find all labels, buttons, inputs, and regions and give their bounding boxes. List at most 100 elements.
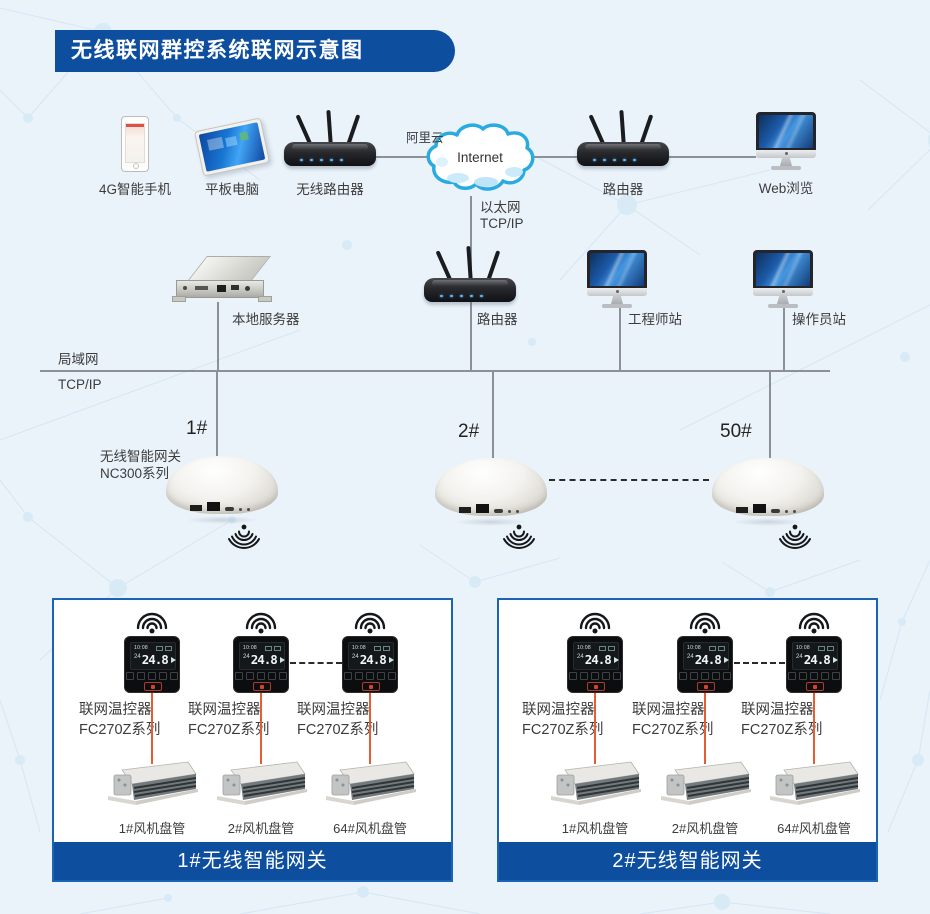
thermostat-screen: 10:08 24 24.8 (130, 642, 176, 670)
fancoil-device (106, 760, 198, 808)
thermostat-dashed-link (290, 662, 342, 664)
thermostat-time: 10:08 (134, 645, 149, 651)
wifi-broadcast-icon (226, 522, 262, 559)
fancoil-label: 64#风机盘管 (333, 821, 407, 836)
thermostat-setpoint: 24 (243, 653, 250, 660)
thermostat-setpoint: 24 (687, 653, 694, 660)
cloud-vendor-label: 阿里云 (406, 131, 444, 145)
thermostat-device: 10:08 24 24.8 (124, 636, 180, 693)
thermostat-time: 10:08 (796, 645, 811, 651)
fancoil-icon (661, 761, 751, 805)
monitor-chin (587, 288, 647, 296)
monitor-chin (753, 288, 813, 296)
wifi-icon (241, 606, 281, 641)
smartphone-device (121, 116, 149, 172)
fancoil-icon (326, 761, 416, 805)
monitor-base (768, 304, 798, 308)
engineer-station-label: 工程师站 (628, 312, 682, 327)
wifi-up-icon (689, 612, 721, 634)
smartphone-label: 4G智能手机 (98, 182, 171, 197)
monitor-base (602, 304, 632, 308)
internet-cloud: Internet (424, 120, 536, 200)
tablet-screen (198, 122, 266, 172)
wifi-up-icon (245, 612, 277, 634)
gateway-dome (435, 458, 547, 516)
local-server-device (172, 254, 272, 304)
fancoil-label: 2#风机盘管 (227, 821, 295, 836)
thermostat-temperature: 24.8 (359, 652, 387, 667)
wifi-icon (575, 606, 615, 641)
thermostat-buttons (125, 672, 179, 680)
line-router-to-web (658, 156, 756, 158)
thermostat-power-button (144, 682, 162, 691)
internet-label: Internet (457, 150, 503, 165)
wifi-broadcast-icon (501, 522, 537, 559)
controller-to-fancoil-line (704, 692, 706, 764)
thermostat-buttons (234, 672, 288, 680)
router-body (424, 278, 516, 302)
wifi-up-icon (798, 612, 830, 634)
ethernet-port (207, 502, 220, 511)
gateway-50-device (712, 458, 824, 526)
controller-label: 联网温控器 FC270Z系列 (188, 702, 270, 738)
monitor-chin (756, 150, 816, 158)
wifi-icon (350, 606, 390, 641)
fancoil-icon (108, 761, 198, 805)
thermostat-temperature: 24.8 (141, 652, 169, 667)
fan-indicator-icon (613, 656, 619, 663)
wifi-broadcast-icon (777, 522, 813, 559)
controller-label: 联网温控器 FC270Z系列 (632, 702, 714, 738)
thermostat-temperature: 24.8 (803, 652, 831, 667)
local-server-label: 本地服务器 (232, 312, 300, 327)
fan-indicator-icon (832, 656, 838, 663)
gateway-dome (712, 458, 824, 516)
monitor-stand (777, 296, 789, 304)
thermostat-time: 10:08 (687, 645, 702, 651)
controller-label: 联网温控器 FC270Z系列 (79, 702, 161, 738)
wifi-up-icon (354, 612, 386, 634)
wireless-router-label: 无线路由器 (296, 182, 364, 197)
fancoil-device (768, 760, 860, 808)
thermostat-device: 10:08 24 24.8 (233, 636, 289, 693)
controller-label: 联网温控器 FC270Z系列 (522, 702, 604, 738)
router-mid-label: 路由器 (477, 312, 518, 327)
server-front (176, 280, 264, 298)
gateway-ports (459, 504, 519, 513)
wifi-icon (794, 606, 834, 641)
monitor-stand (611, 296, 623, 304)
line-operator-to-lan (783, 306, 785, 372)
web-monitor-device (756, 112, 816, 170)
tablet-label: 平板电脑 (205, 182, 259, 197)
fancoil-label: 1#风机盘管 (118, 821, 186, 836)
thermostat-device: 10:08 24 24.8 (342, 636, 398, 693)
thermostat-buttons (678, 672, 732, 680)
gateway-2-zone-banner: 2#无线智能网关 (499, 842, 876, 880)
fancoil-label: 64#风机盘管 (777, 821, 851, 836)
gateway-ports (190, 502, 250, 511)
thermostat-screen: 10:08 24 24.8 (239, 642, 285, 670)
tablet-body (193, 117, 271, 177)
controller-to-fancoil-line (369, 692, 371, 764)
fancoil-label: 2#风机盘管 (671, 821, 739, 836)
fancoil-device (324, 760, 416, 808)
fancoil-device (215, 760, 307, 808)
ethernet-label: 以太网 TCP/IP (480, 200, 524, 231)
line-lan-to-gateway-1 (216, 372, 218, 456)
lan-bus-line (40, 370, 830, 372)
line-cloud-to-router (532, 156, 586, 158)
thermostat-power-button (253, 682, 271, 691)
lan-label-line1: 局域网 (58, 352, 99, 367)
gateway-2-number: 2# (458, 421, 480, 442)
fancoil-device (549, 760, 641, 808)
fancoil-label: 1#风机盘管 (561, 821, 629, 836)
usb-port (459, 507, 471, 513)
router-mid-device (422, 245, 518, 308)
gateway-dome (166, 456, 278, 514)
engineer-station-device (587, 250, 647, 308)
wifi-down-icon (228, 524, 260, 549)
wifi-down-icon (503, 524, 535, 549)
wifi-icon (685, 606, 725, 641)
gateway-50-number: 50# (720, 421, 752, 442)
router-leds (300, 159, 343, 161)
